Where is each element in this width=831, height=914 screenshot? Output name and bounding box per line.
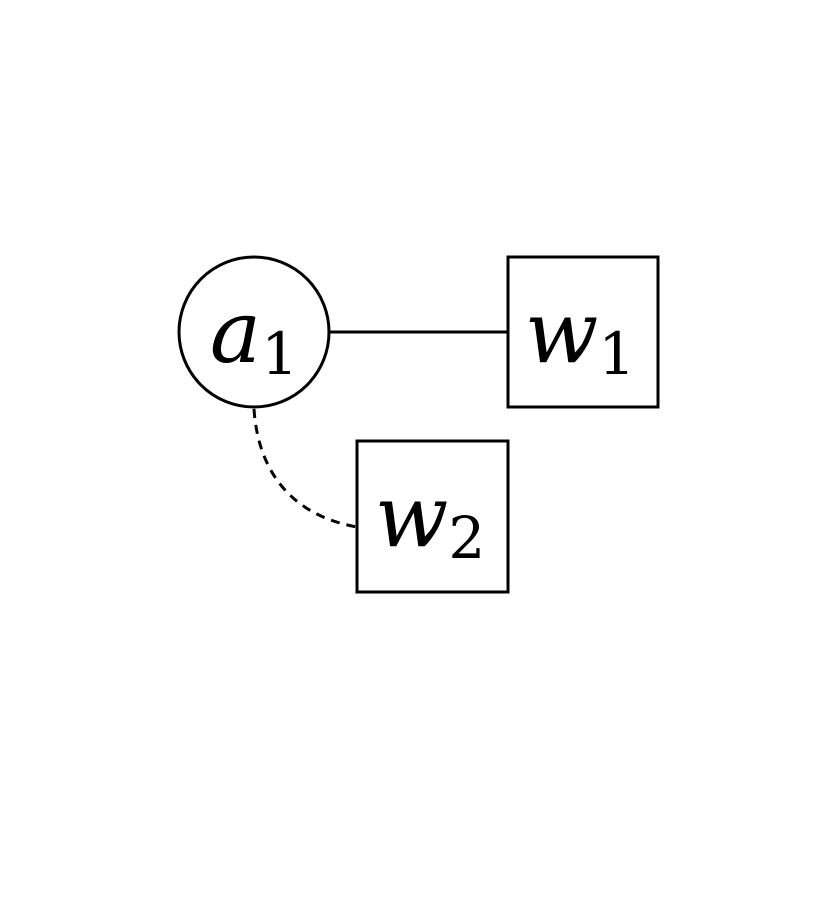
node-w1-symbol: w: [525, 283, 599, 383]
node-a1-subscript: 1: [261, 320, 298, 388]
node-w2-symbol: w: [375, 467, 449, 567]
node-a1: a1: [177, 255, 331, 409]
edge-a1-w2: [252, 408, 358, 529]
node-w1: w1: [506, 255, 660, 409]
node-a1-symbol: a: [210, 283, 261, 383]
node-w2: w2: [355, 439, 510, 594]
node-a1-circle: [177, 255, 331, 409]
node-a1-label: a1: [210, 283, 298, 388]
node-w2-label: w2: [375, 467, 486, 572]
node-w2-subscript: 2: [448, 504, 485, 572]
node-w1-square: [506, 255, 660, 409]
node-w1-label: w1: [525, 283, 636, 388]
node-w2-square: [355, 439, 510, 594]
node-w1-subscript: 1: [598, 320, 635, 388]
